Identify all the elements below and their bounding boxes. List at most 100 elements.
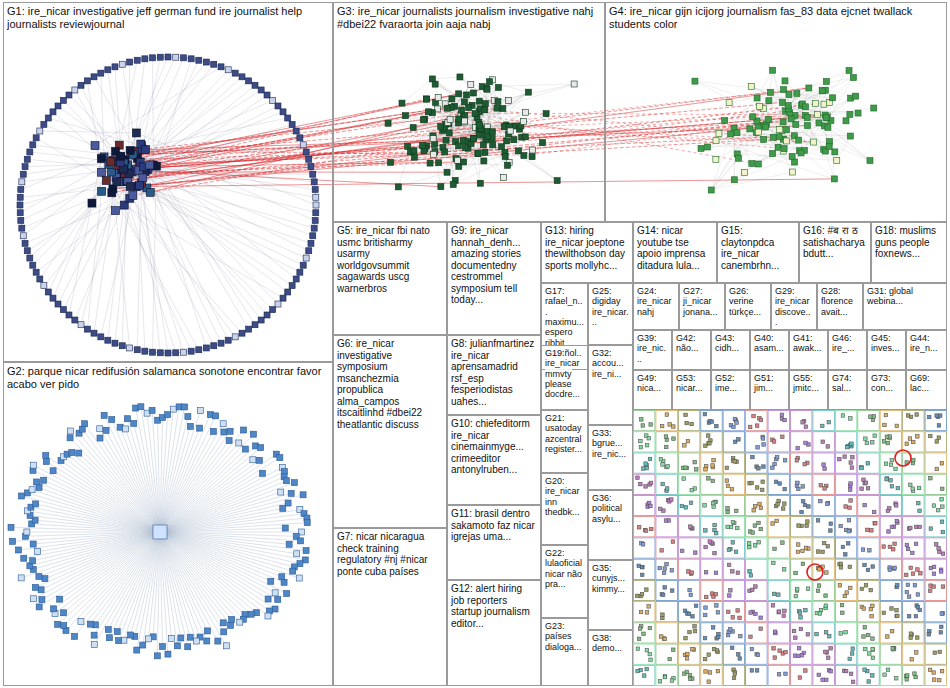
vertex-icon [275, 596, 281, 602]
vertex-icon [798, 611, 802, 615]
vertex-icon [637, 637, 641, 641]
small-group-box [813, 474, 834, 494]
vertex-icon [871, 565, 875, 569]
network-edge [119, 145, 267, 315]
vertex-icon [938, 550, 942, 554]
network-edge [39, 532, 160, 607]
vertex-icon [484, 86, 490, 92]
vertex-icon [882, 440, 886, 444]
vertex-icon [687, 612, 691, 616]
vertex-icon [399, 100, 405, 106]
vertex-icon [844, 505, 848, 509]
small-group-box [791, 453, 812, 473]
small-group-box [768, 474, 789, 494]
vertex-icon [713, 523, 717, 527]
network-edge [414, 85, 470, 158]
small-group-box [835, 517, 856, 537]
vertex-icon [810, 139, 816, 145]
vertex-icon [17, 202, 23, 208]
small-group-box [678, 432, 699, 452]
vertex-icon [174, 643, 180, 649]
vertex-icon [819, 499, 823, 503]
vertex-icon [819, 608, 823, 612]
vertex-icon [752, 509, 756, 512]
vertex-icon [752, 414, 756, 418]
vertex-icon [843, 118, 849, 124]
vertex-icon [715, 424, 719, 428]
vertex-icon [772, 592, 776, 596]
small-group-box [813, 411, 834, 431]
vertex-icon [18, 187, 24, 193]
vertex-icon [735, 155, 741, 161]
vertex-icon [51, 606, 57, 612]
vertex-icon [661, 593, 665, 597]
vertex-icon [24, 156, 30, 162]
vertex-icon [520, 119, 526, 125]
vertex-icon [236, 440, 242, 446]
vertex-icon [869, 415, 873, 419]
vertex-icon [495, 99, 501, 105]
small-group-box [746, 495, 767, 515]
vertex-icon [822, 541, 826, 545]
vertex-icon [210, 428, 216, 434]
vertex-icon [505, 97, 511, 103]
vertex-icon [849, 482, 853, 486]
vertex-icon [127, 59, 133, 65]
small-group-box [925, 517, 946, 537]
vertex-icon [98, 70, 104, 76]
vertex-icon [796, 550, 800, 554]
small-group-box [746, 538, 767, 558]
network-edge [101, 172, 299, 272]
vertex-icon [444, 169, 450, 175]
small-group-box [634, 495, 655, 515]
network-edge [432, 77, 460, 79]
small-group-box [858, 432, 879, 452]
small-group-box [903, 517, 924, 537]
small-group-box [723, 474, 744, 494]
vertex-icon [20, 171, 26, 177]
vertex-icon [733, 460, 737, 464]
network-edge [455, 138, 492, 180]
vertex-icon [754, 95, 760, 101]
vertex-icon [866, 568, 870, 572]
vertex-icon [300, 142, 306, 148]
vertex-icon [783, 609, 787, 613]
vertex-icon [909, 483, 913, 487]
vertex-icon [756, 446, 760, 450]
vertex-icon [650, 527, 654, 531]
vertex-icon [819, 484, 823, 488]
network-edge [41, 532, 160, 590]
vertex-icon [640, 592, 644, 596]
vertex-icon [203, 345, 209, 351]
vertex-icon [863, 503, 867, 507]
small-group-box [858, 453, 879, 473]
vertex-icon [802, 104, 808, 110]
vertex-icon [18, 217, 24, 223]
vertex-icon [935, 467, 939, 471]
network-edge [134, 423, 160, 532]
vertex-icon [187, 634, 193, 640]
vertex-icon [165, 412, 171, 418]
vertex-icon [789, 153, 795, 159]
network-edge [414, 87, 482, 158]
vertex-icon [714, 571, 718, 575]
vertex-icon [297, 561, 303, 567]
vertex-icon [500, 105, 506, 111]
vertex-icon [664, 435, 668, 439]
small-group-box [903, 495, 924, 515]
vertex-icon [778, 482, 782, 486]
vertex-icon [841, 611, 845, 615]
vertex-icon [800, 510, 804, 514]
vertex-icon [135, 182, 143, 190]
vertex-icon [33, 269, 39, 275]
vertex-icon [636, 476, 640, 480]
small-group-box [656, 432, 677, 452]
network-edge [160, 532, 168, 654]
vertex-icon [145, 636, 151, 642]
vertex-icon [937, 436, 941, 440]
small-group-box [768, 517, 789, 537]
vertex-icon [824, 604, 828, 608]
network-edge [160, 532, 177, 646]
vertex-icon [801, 562, 805, 566]
vertex-icon [783, 138, 789, 144]
